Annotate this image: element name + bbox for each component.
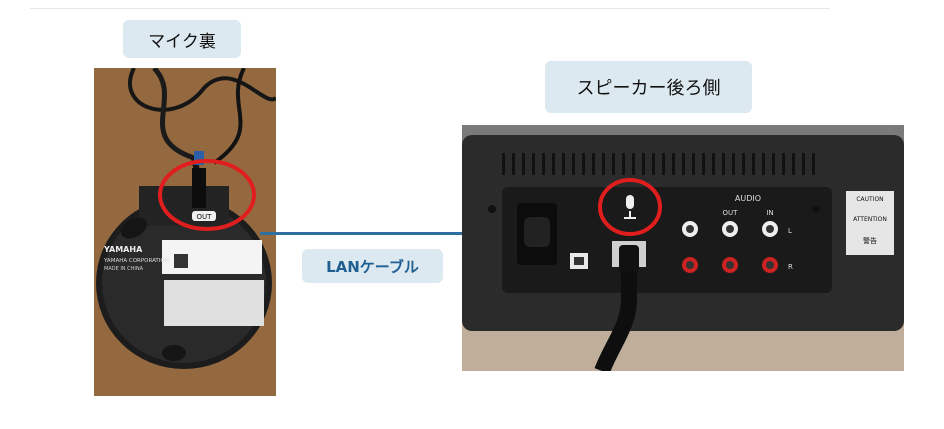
mic-out-port-label: OUT xyxy=(197,213,213,221)
speaker-back-illustration: AUDIO OUT IN L R CAUTION ATTENTION 警告 xyxy=(462,125,904,371)
mic-back-illustration: OUT YAMAHA YAMAHA CORPORATION MADE IN CH… xyxy=(94,68,276,396)
audio-out-label: OUT xyxy=(723,209,739,217)
microphone-icon xyxy=(624,195,636,219)
warning-sticker-title: 警告 xyxy=(863,236,877,245)
speaker-port-highlight-circle xyxy=(598,178,662,236)
caution-sticker-title: CAUTION xyxy=(856,196,883,203)
mic-back-photo: OUT YAMAHA YAMAHA CORPORATION MADE IN CH… xyxy=(94,68,276,396)
speaker-back-label: スピーカー後ろ側 xyxy=(545,61,752,113)
mic-back-label-text: マイク裏 xyxy=(148,31,216,52)
audio-right-label: R xyxy=(788,263,793,271)
lan-connector-line xyxy=(260,232,467,235)
lan-cable-label-text: LANケーブル xyxy=(326,257,419,276)
audio-in-label: IN xyxy=(766,209,773,217)
lan-cable-label: LANケーブル xyxy=(302,249,443,283)
mic-madein-text: MADE IN CHINA xyxy=(104,266,144,272)
audio-section-label: AUDIO xyxy=(735,194,761,203)
mic-back-label: マイク裏 xyxy=(123,20,241,58)
mic-company-text: YAMAHA CORPORATION xyxy=(103,258,169,264)
audio-left-label: L xyxy=(788,227,792,235)
mic-brand-text: YAMAHA xyxy=(103,245,143,254)
attention-sticker-title: ATTENTION xyxy=(853,216,887,223)
top-divider xyxy=(30,8,830,9)
speaker-back-photo: AUDIO OUT IN L R CAUTION ATTENTION 警告 xyxy=(462,125,904,371)
speaker-back-label-text: スピーカー後ろ側 xyxy=(576,78,721,99)
mic-port-highlight-circle xyxy=(158,159,256,231)
